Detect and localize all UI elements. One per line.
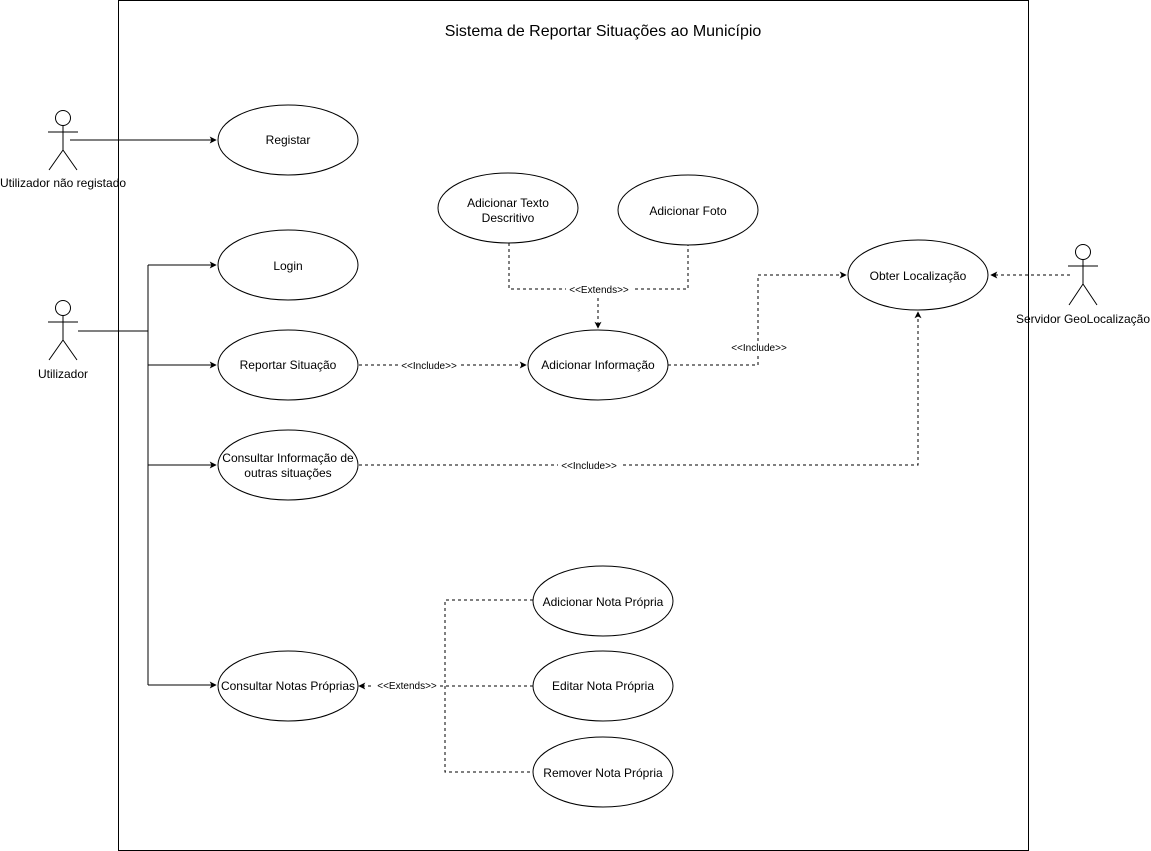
- actor-unregistered-figure-icon: [55, 110, 71, 126]
- use-case-editar-nota[interactable]: Editar Nota Própria: [532, 650, 674, 722]
- system-title: Sistema de Reportar Situações ao Municíp…: [445, 23, 762, 40]
- use-case-registar[interactable]: Registar: [217, 104, 359, 176]
- actor-user-figure-icon: [55, 300, 71, 316]
- use-case-adicionar-nota[interactable]: Adicionar Nota Própria: [532, 565, 674, 637]
- use-case-consultar-notas[interactable]: Consultar Notas Próprias: [217, 650, 359, 722]
- svg-text:Remover Nota Própria: Remover Nota Própria: [543, 766, 663, 780]
- svg-text:Descritivo: Descritivo: [482, 211, 535, 225]
- svg-text:Obter Localização: Obter Localização: [870, 269, 967, 283]
- label-include-reportar: <<Include>>: [401, 361, 457, 372]
- extends-texto-to-informacao: [508, 243, 602, 329]
- actor-unregistered-label: Utilizador não registado: [0, 176, 126, 190]
- svg-text:Adicionar Informação: Adicionar Informação: [541, 358, 655, 372]
- actor-geo-server[interactable]: Servidor GeoLocalização: [1016, 244, 1150, 327]
- svg-text:Registar: Registar: [266, 133, 311, 147]
- use-case-reportar-situacao[interactable]: Reportar Situação: [217, 329, 359, 401]
- include-informacao-localizacao: [668, 271, 847, 366]
- label-extends-informacao: <<Extends>>: [569, 285, 629, 296]
- use-case-login[interactable]: Login: [217, 229, 359, 301]
- association-user-trunk: [78, 265, 149, 685]
- svg-text:Consultar Notas Próprias: Consultar Notas Próprias: [221, 679, 355, 693]
- actor-user-label: Utilizador: [38, 367, 88, 381]
- svg-text:Reportar Situação: Reportar Situação: [240, 358, 337, 372]
- actor-geo-server-figure-icon: [1075, 244, 1091, 260]
- include-consultar-localizacao: [359, 311, 922, 466]
- label-include-localizacao: <<Include>>: [731, 343, 787, 354]
- use-case-consultar-informacao[interactable]: Consultar Informação de outras situações: [217, 429, 359, 501]
- use-case-obter-localizacao[interactable]: Obter Localização: [847, 239, 989, 311]
- svg-text:Adicionar Texto: Adicionar Texto: [467, 196, 549, 210]
- actor-geo-server-label: Servidor GeoLocalização: [1016, 312, 1150, 326]
- extends-notas-vertical: [444, 599, 533, 773]
- label-include-consultar: <<Include>>: [561, 461, 617, 472]
- use-case-adicionar-informacao[interactable]: Adicionar Informação: [527, 329, 669, 401]
- svg-text:outras situações: outras situações: [244, 466, 331, 480]
- label-extends-notas: <<Extends>>: [377, 681, 437, 692]
- svg-text:Login: Login: [273, 259, 302, 273]
- svg-text:Consultar Informação de: Consultar Informação de: [222, 451, 354, 465]
- use-case-adicionar-texto[interactable]: Adicionar Texto Descritivo: [437, 172, 579, 244]
- svg-text:Editar Nota Própria: Editar Nota Própria: [552, 679, 654, 693]
- actor-user[interactable]: Utilizador: [38, 300, 88, 382]
- svg-text:Adicionar Nota Própria: Adicionar Nota Própria: [543, 595, 664, 609]
- use-case-adicionar-foto[interactable]: Adicionar Foto: [617, 174, 759, 246]
- svg-text:Adicionar Foto: Adicionar Foto: [649, 204, 727, 218]
- actor-unregistered[interactable]: Utilizador não registado: [0, 110, 126, 191]
- use-case-remover-nota[interactable]: Remover Nota Própria: [532, 736, 674, 808]
